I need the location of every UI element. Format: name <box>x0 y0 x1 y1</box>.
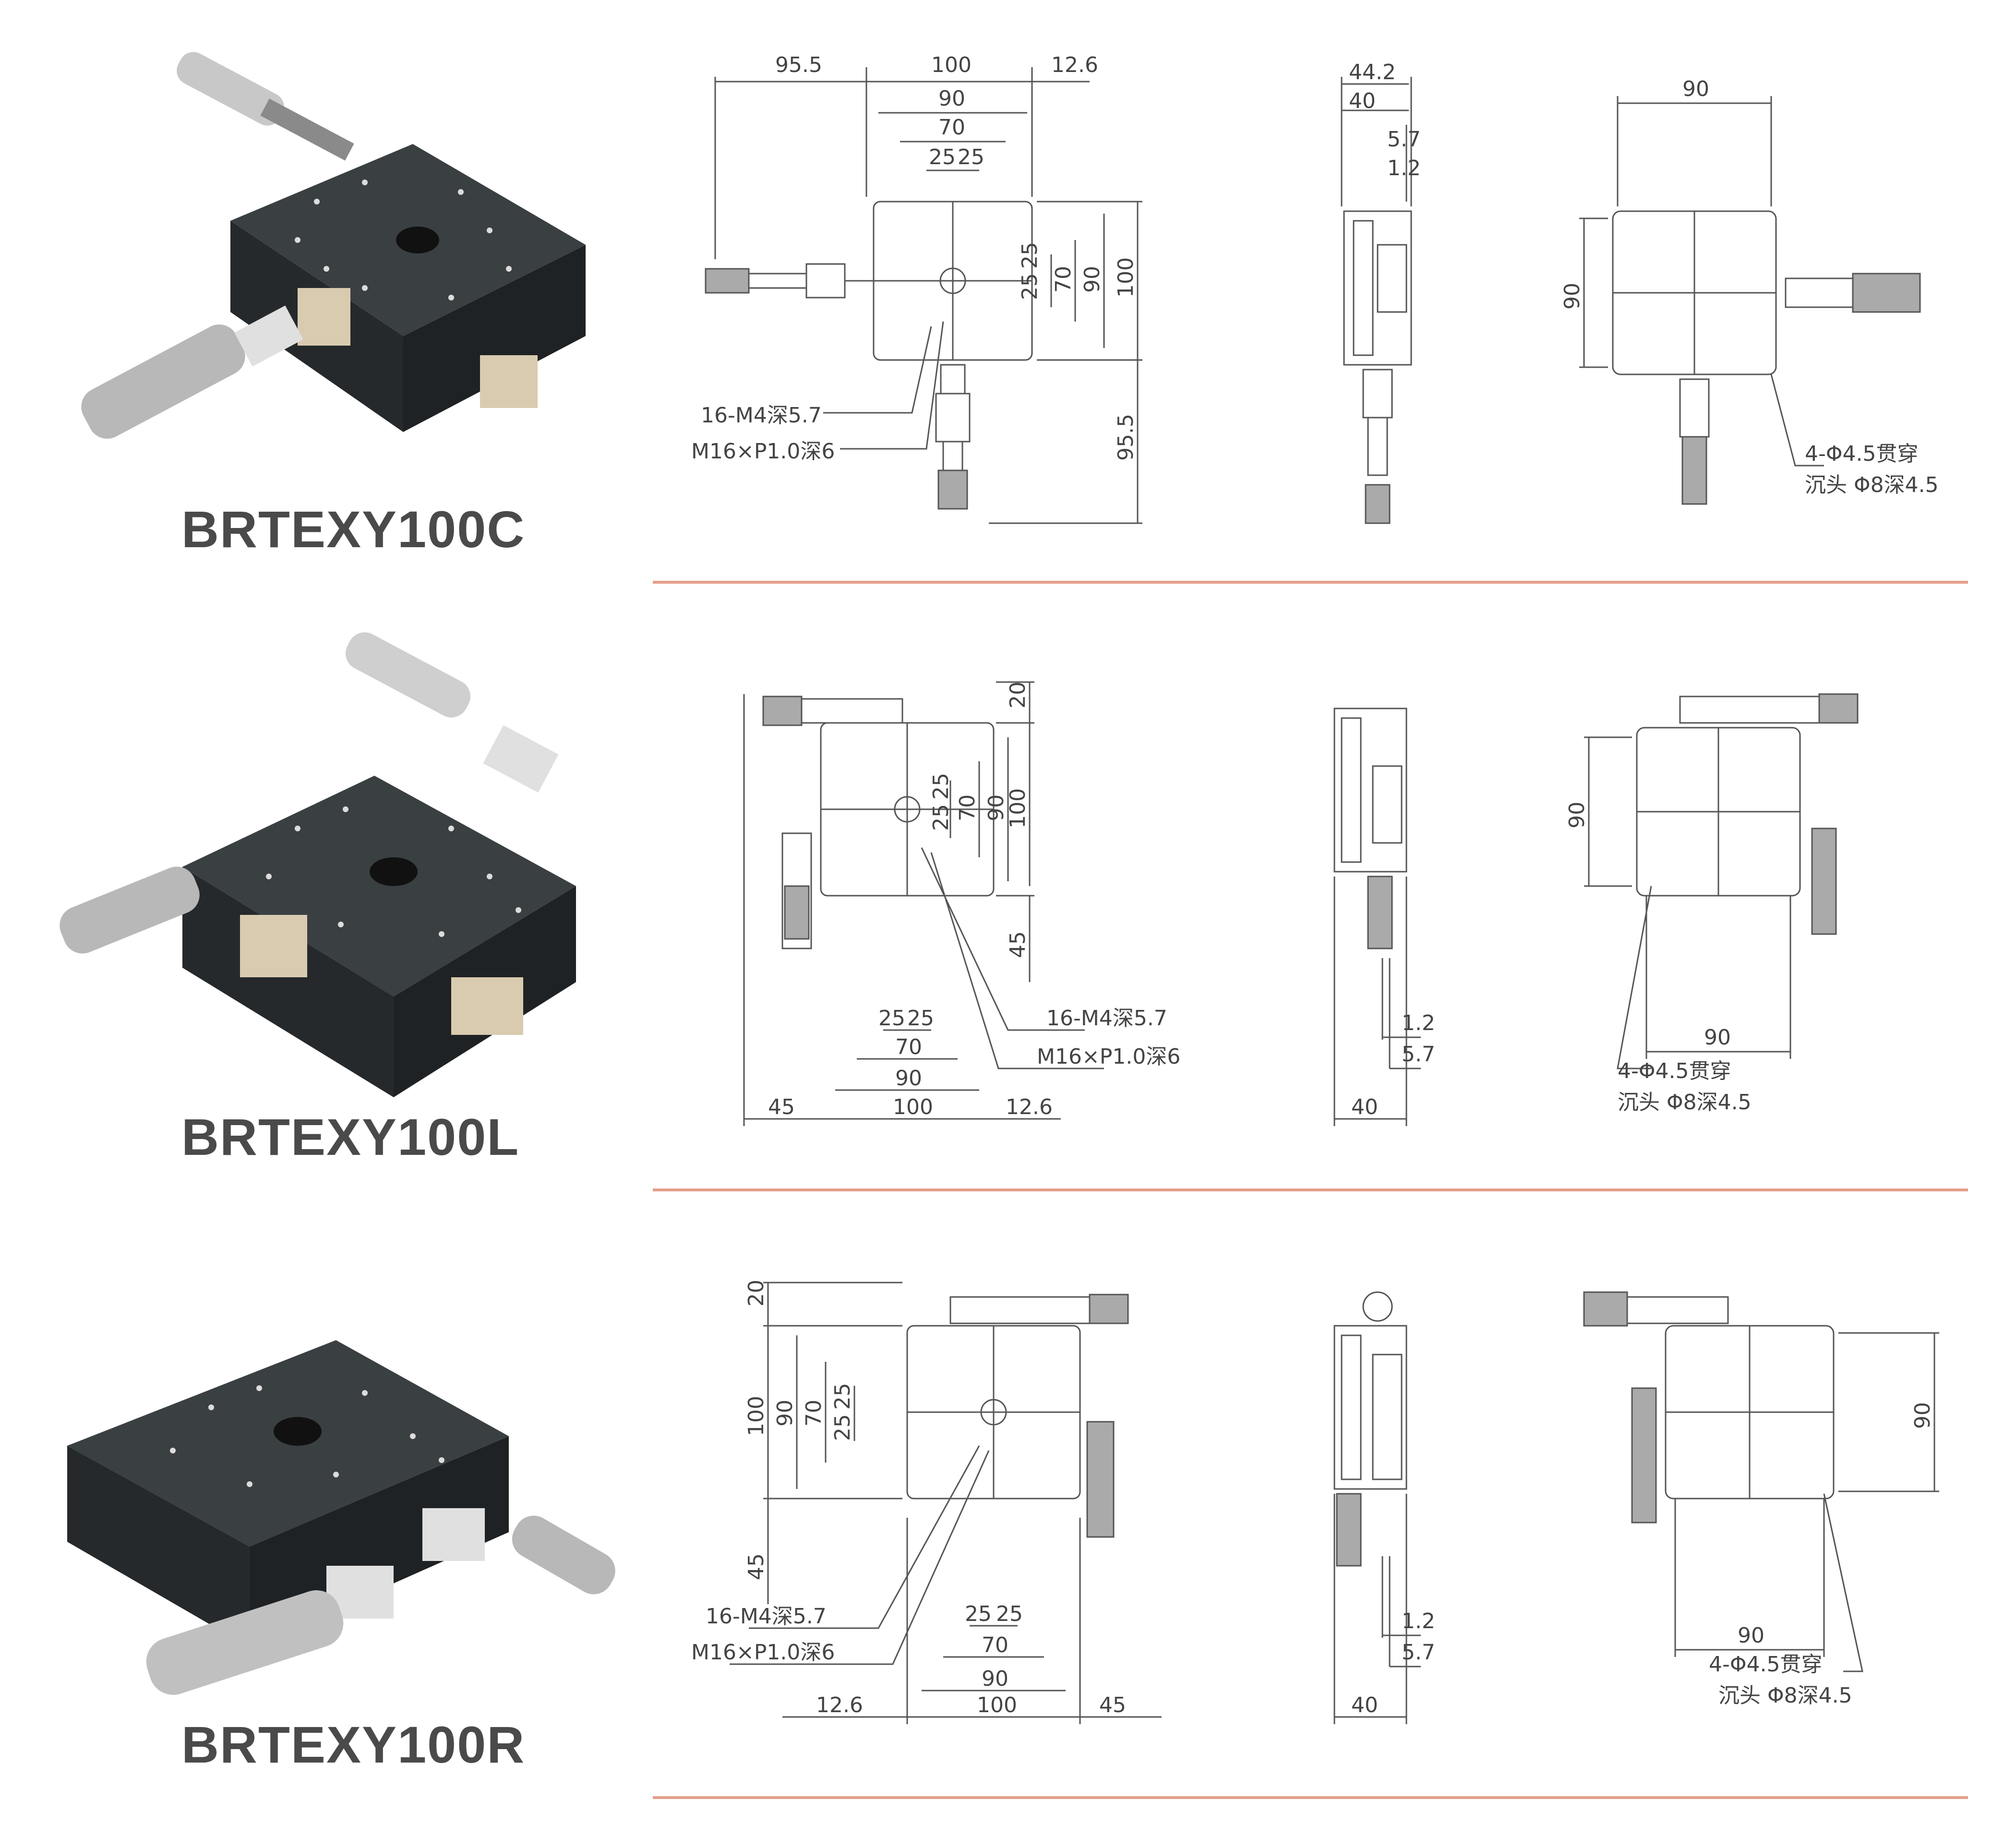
product-photo-100r <box>67 1340 615 1695</box>
dim-label: 40 <box>1351 1693 1378 1717</box>
callout-label: 16-M4深5.7 <box>706 1604 827 1629</box>
dim-label: 100 <box>893 1095 933 1119</box>
dim-label: 90 <box>1565 802 1589 828</box>
callout-label: 沉头 Φ8深4.5 <box>1718 1683 1852 1708</box>
dim-label: 1.2 <box>1387 156 1421 180</box>
top-view-drawing: 95.5 100 12.6 90 70 25 25 25 25 70 90 10… <box>691 53 1142 524</box>
dim-label: 25 <box>996 1602 1023 1626</box>
dim-label: 45 <box>1099 1693 1126 1717</box>
dim-label: 45 <box>1006 931 1030 958</box>
dim-label: 100 <box>931 53 972 77</box>
bottom-view-drawing: 90 90 4-Φ4.5贯穿 沉头 Φ8深4.5 <box>1565 693 1859 1115</box>
callout-label: 16-M4深5.7 <box>701 403 822 428</box>
dim-label: 25 <box>929 804 953 831</box>
callout-label: M16×P1.0深6 <box>691 439 835 464</box>
dim-label: 25 <box>965 1602 992 1626</box>
dim-label: 25 <box>958 145 984 169</box>
dim-label: 25 <box>929 145 956 169</box>
dim-label: 1.2 <box>1402 1011 1435 1035</box>
dim-label: 5.7 <box>1402 1640 1435 1665</box>
dim-label: 40 <box>1349 89 1376 113</box>
product-row-100c: BRTEXY100C <box>0 0 2016 608</box>
dim-label: 25 <box>929 773 953 800</box>
model-name: BRTEXY100R <box>181 1716 526 1774</box>
dim-label: 25 <box>830 1383 855 1410</box>
bottom-view-drawing: 90 90 4-Φ4.5贯穿 沉头 Φ8深4.5 <box>1560 77 1939 505</box>
dim-label: 12.6 <box>816 1693 863 1717</box>
dim-label: 90 <box>1560 283 1584 310</box>
dim-label: 25 <box>1018 242 1042 269</box>
side-view-drawing: 44.2 40 5.7 1.2 <box>1341 60 1421 524</box>
dim-label: 100 <box>1114 257 1138 298</box>
model-name: BRTEXY100C <box>181 500 526 558</box>
dim-label: 25 <box>907 1006 934 1031</box>
dim-label: 95.5 <box>1114 414 1138 461</box>
callout-label: 16-M4深5.7 <box>1046 1006 1167 1031</box>
dim-label: 25 <box>878 1006 905 1031</box>
callout-label: 沉头 Φ8深4.5 <box>1805 473 1939 497</box>
model-name: BRTEXY100L <box>181 1108 520 1166</box>
dim-label: 90 <box>1682 77 1709 101</box>
callout-label: 4-Φ4.5贯穿 <box>1805 442 1918 466</box>
dim-label: 90 <box>1704 1025 1731 1050</box>
callout-label: 4-Φ4.5贯穿 <box>1709 1652 1822 1677</box>
row-separator <box>653 1188 1968 1191</box>
dim-label: 90 <box>895 1066 922 1091</box>
dim-label: 25 <box>830 1414 855 1441</box>
dim-label: 12.6 <box>1006 1095 1053 1119</box>
dim-label: 44.2 <box>1349 60 1396 84</box>
dim-label: 1.2 <box>1402 1609 1435 1633</box>
dim-label: 70 <box>1051 266 1076 293</box>
dim-label: 90 <box>1738 1623 1764 1648</box>
callout-label: M16×P1.0深6 <box>1037 1044 1180 1069</box>
dim-label: 90 <box>1910 1402 1935 1429</box>
dim-label: 5.7 <box>1402 1042 1435 1067</box>
dim-label: 90 <box>982 1667 1008 1691</box>
side-view-drawing: 1.2 5.7 40 <box>1333 1291 1435 1724</box>
row-separator <box>653 581 1968 584</box>
dim-label: 100 <box>1006 788 1030 828</box>
dim-label: 70 <box>802 1400 826 1427</box>
callout-label: 沉头 Φ8深4.5 <box>1618 1090 1752 1115</box>
dim-label: 70 <box>982 1633 1008 1657</box>
product-photo-100c <box>81 52 586 439</box>
dim-label: 90 <box>1080 266 1104 293</box>
dim-label: 90 <box>984 794 1008 821</box>
dim-label: 45 <box>768 1095 795 1119</box>
bottom-view-drawing: 90 90 4-Φ4.5贯穿 沉头 Φ8深4.5 <box>1583 1291 1939 1708</box>
product-row-100r: BRTEXY100R 20 100 90 70 <box>0 1215 2016 1823</box>
dim-label: 12.6 <box>1051 53 1098 77</box>
dim-label: 100 <box>744 1396 768 1436</box>
callout-label: M16×P1.0深6 <box>691 1640 835 1665</box>
dim-label: 70 <box>955 794 980 821</box>
side-view-drawing: 1.2 5.7 40 <box>1333 708 1435 1126</box>
dim-label: 40 <box>1351 1095 1378 1119</box>
dim-label: 20 <box>744 1280 768 1307</box>
top-view-drawing: 20 100 90 70 25 25 45 25 25 70 90 12.6 1… <box>691 1280 1162 1724</box>
dim-label: 90 <box>773 1400 797 1427</box>
callout-label: 4-Φ4.5贯穿 <box>1618 1059 1731 1083</box>
dim-label: 70 <box>895 1035 922 1059</box>
dim-label: 45 <box>744 1553 768 1580</box>
dim-label: 100 <box>977 1693 1017 1717</box>
product-row-100l: BRTEXY100L 20 25 25 70 90 <box>0 608 2016 1215</box>
row-separator <box>653 1796 1968 1799</box>
dim-label: 5.7 <box>1387 127 1421 152</box>
dim-label: 95.5 <box>775 53 822 77</box>
dim-label: 20 <box>1006 682 1030 708</box>
top-view-drawing: 20 25 25 70 90 100 45 25 25 70 90 45 100… <box>743 681 1180 1126</box>
dim-label: 90 <box>938 86 965 111</box>
dim-label: 25 <box>1018 273 1042 300</box>
dim-label: 70 <box>938 115 965 140</box>
product-photo-100l <box>60 632 576 1097</box>
